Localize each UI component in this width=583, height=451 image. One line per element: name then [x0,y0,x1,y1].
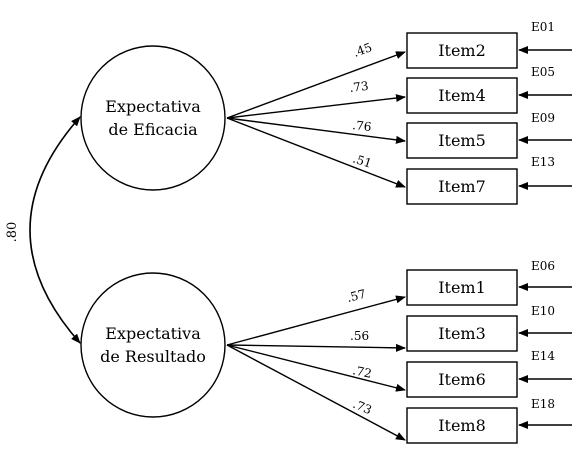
loading-path [226,117,406,188]
item-label: Item3 [438,324,486,343]
loading-path [226,343,406,352]
factor-expectativa-resultado: Expectativa de Resultado [80,272,226,418]
factor-circle [80,272,226,418]
item-label: Item1 [438,278,486,297]
factor-label-line2: de Resultado [100,347,206,366]
loading-coefficient: .76 [352,118,372,134]
correlation-label: .80 [5,222,20,243]
loading-path [226,51,406,119]
loading-coefficient: .73 [349,79,370,95]
item-box: Item1 E06 [406,259,572,306]
error-label: E05 [531,65,555,79]
item-label: Item2 [438,41,486,60]
error-label: E18 [531,397,555,411]
items-eficacia: Item2 E01 Item4 E05 Item5 E09 Item7 E13 [406,20,572,205]
item-label: Item4 [438,86,486,105]
loading-path [226,94,406,119]
item-label: Item8 [438,416,486,435]
item-label: Item7 [438,177,486,196]
loading-coefficient: .72 [351,363,373,381]
item-label: Item6 [438,370,486,389]
error-label: E09 [531,111,555,125]
factor-label-line1: Expectativa [105,324,201,343]
loading-coefficient: .73 [351,397,374,417]
item-box: Item2 E01 [406,20,572,69]
loading-coefficient: .56 [350,329,369,343]
loading-path [226,117,406,144]
factor-correlation-curve [29,116,81,344]
item-box: Item7 E13 [406,155,572,205]
error-label: E06 [531,259,555,273]
item-box: Item8 E18 [406,397,572,444]
error-label: E10 [531,304,555,318]
loading-path [226,295,406,346]
error-label: E01 [531,20,555,34]
error-label: E14 [531,349,555,363]
item-box: Item5 E09 [406,111,572,159]
factor-circle [80,45,226,191]
items-resultado: Item1 E06 Item3 E10 Item6 E14 Item8 E18 [406,259,572,444]
factor-label-line1: Expectativa [105,97,201,116]
loading-path [226,344,406,392]
item-box: Item4 E05 [406,65,572,114]
loading-coefficient: .57 [345,287,367,305]
loadings-eficacia: .45 .73 .76 .51 [226,40,406,188]
item-box: Item3 E10 [406,304,572,352]
factor-label-line2: de Eficacia [108,120,198,139]
loading-coefficient: .45 [351,40,374,60]
item-label: Item5 [438,131,486,150]
loading-path [226,344,406,441]
loadings-resultado: .57 .56 .72 .73 [226,287,406,441]
item-box: Item6 E14 [406,349,572,398]
factor-expectativa-eficacia: Expectativa de Eficacia [80,45,226,191]
error-label: E13 [531,155,555,169]
loading-coefficient: .51 [351,152,373,171]
